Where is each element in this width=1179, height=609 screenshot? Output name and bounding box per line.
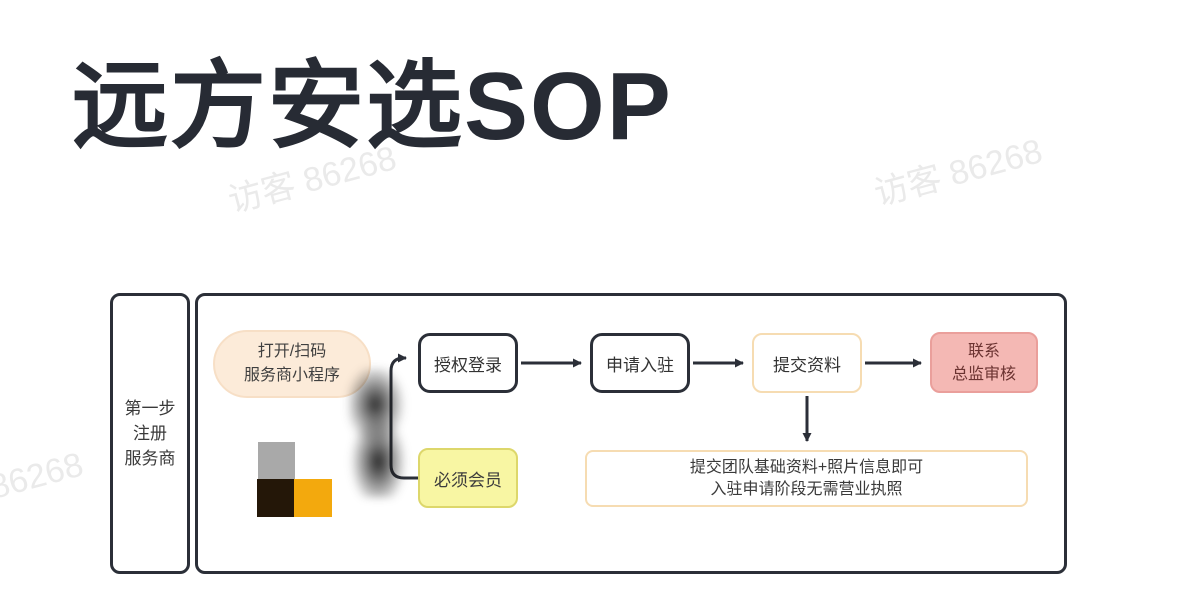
censor-pixel-gray	[258, 442, 295, 479]
censor-pixel-orange	[294, 479, 332, 517]
node-apply-entry: 申请入驻	[590, 333, 690, 393]
node-submit-info: 提交资料	[752, 333, 862, 393]
watermark-top-right: 访客 86268	[870, 132, 1047, 214]
node-auth-login: 授权登录	[418, 333, 518, 393]
ink-smudge	[348, 368, 420, 498]
note-line1: 提交团队基础资料+照片信息即可	[689, 458, 924, 476]
step-box: 第一步 注册 服务商	[110, 293, 190, 574]
note-line2: 入驻申请阶段无需营业执照	[710, 480, 903, 498]
node-contact-director-review: 联系 总监审核	[930, 332, 1038, 393]
step-label-line1: 第一步	[124, 399, 176, 418]
step-label-line2: 注册	[133, 424, 167, 443]
note-box: 提交团队基础资料+照片信息即可 入驻申请阶段无需营业执照	[585, 450, 1028, 507]
node-contact-review-line2: 总监审核	[951, 365, 1016, 383]
node-open-scan-mini-program: 打开/扫码 服务商小程序	[213, 330, 371, 398]
watermark-bottom-left: 86268	[0, 445, 88, 507]
step-label-line3: 服务商	[124, 449, 176, 468]
page-title: 远方安选SOP	[72, 53, 673, 160]
node-member-required: 必须会员	[418, 448, 518, 508]
node-open-scan-line1: 打开/扫码	[257, 343, 327, 360]
node-contact-review-line1: 联系	[967, 342, 1000, 360]
step-label: 第一步 注册 服务商	[125, 396, 176, 471]
node-open-scan-line2: 服务商小程序	[243, 367, 340, 384]
censor-pixel-black	[257, 479, 294, 517]
